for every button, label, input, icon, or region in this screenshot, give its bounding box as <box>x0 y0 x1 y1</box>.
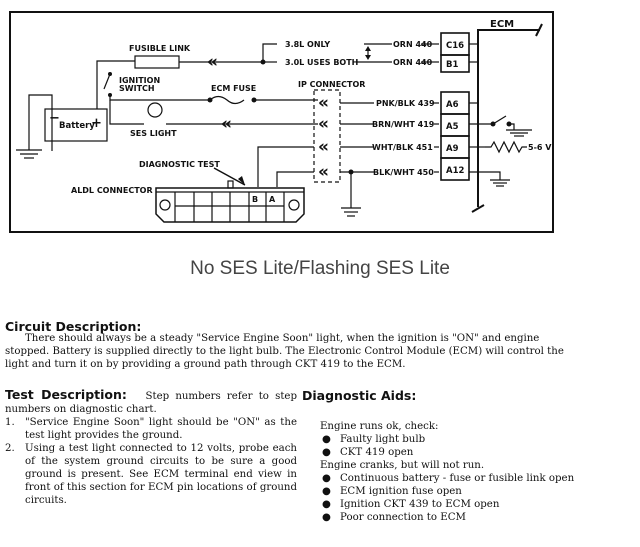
step-number: 1. <box>5 417 15 428</box>
bullet-icon: ● <box>322 486 331 497</box>
aid-list: ● Continuous battery - fuse or fusible li… <box>320 472 620 524</box>
test-description-intro-line: Test Description: Step numbers refer to … <box>5 388 297 416</box>
circuit-description-heading: Circuit Description: <box>5 319 142 334</box>
aid-list: ● Faulty light bulb ● CKT 419 open <box>320 433 620 459</box>
pin-label: A5 <box>446 122 459 132</box>
aldl-connector-label: ALDL CONNECTOR <box>71 186 153 195</box>
chevron-icon: « <box>318 162 329 182</box>
battery-plus: + <box>91 116 102 131</box>
aldl-pin-a: A <box>269 195 276 204</box>
wiring-diagram: FUSIBLE LINK IGNITION SWITCH ECM FUSE Ba… <box>9 11 554 233</box>
ses-light-label: SES LIGHT <box>130 129 177 138</box>
aid-item-text: Faulty light bulb <box>340 434 426 445</box>
aid-item-text: CKT 419 open <box>340 447 414 458</box>
ecm-bus <box>477 29 540 207</box>
battery-label: Battery <box>59 121 95 131</box>
ip-connector-label: IP CONNECTOR <box>298 80 365 89</box>
aid-group-title: Engine cranks, but will not run. <box>320 460 485 471</box>
diagnostic-aids: Engine runs ok, check: ● Faulty light bul… <box>320 420 620 524</box>
fusible-link-label: FUSIBLE LINK <box>129 44 191 53</box>
bullet-icon: ● <box>322 447 331 458</box>
chevron-icon: « <box>207 52 218 72</box>
aid-item-text: Poor connection to ECM <box>340 512 466 523</box>
aldl-pin-b: B <box>252 195 258 204</box>
step-text: Using a test light connected to 12 volts… <box>25 443 297 506</box>
aid-item: ● CKT 419 open <box>320 446 620 459</box>
wire-label: PNK/BLK 439 <box>376 99 435 108</box>
ecm-label: ECM <box>490 19 514 30</box>
wire-label: BRN/WHT 419 <box>372 120 435 129</box>
pin-b1 <box>440 54 470 73</box>
test-description-intro: Step numbers refer to step numbers on di… <box>5 391 297 415</box>
fusible-link <box>134 55 180 69</box>
ses-light-bulb <box>147 102 163 118</box>
diagnostic-aids-heading: Diagnostic Aids: <box>302 388 417 403</box>
ecm-fuse-label: ECM FUSE <box>211 84 256 93</box>
engine-3-8-label: 3.8L ONLY <box>285 40 330 49</box>
wire-label: WHT/BLK 451 <box>372 143 433 152</box>
pin-a12 <box>440 157 470 181</box>
bullet-icon: ● <box>322 473 331 484</box>
test-steps: 1. "Service Engine Soon" light should be… <box>5 416 297 507</box>
test-description-heading: Test Description: <box>5 387 127 402</box>
diagnostic-test-label: DIAGNOSTIC TEST <box>139 160 220 169</box>
wire-label: BLK/WHT 450 <box>373 168 434 177</box>
battery-minus: − <box>49 111 60 126</box>
diagram-frame <box>9 11 554 233</box>
test-description: Test Description: Step numbers refer to … <box>5 388 297 507</box>
circuit-description-body: There should always be a steady "Service… <box>5 333 564 370</box>
step-text: "Service Engine Soon" light should be "O… <box>25 417 297 441</box>
pin-label: A12 <box>446 166 464 176</box>
aid-item-text: Continuous battery - fuse or fusible lin… <box>340 473 575 484</box>
wire-label: ORN 440 <box>393 58 433 67</box>
aid-item: ● Ignition CKT 439 to ECM open <box>320 498 620 511</box>
ignition-switch-label: IGNITION <box>119 76 160 85</box>
page-title: No SES Lite/Flashing SES Lite <box>190 258 450 279</box>
step-number: 2. <box>5 443 15 454</box>
chevron-icon: « <box>318 114 329 134</box>
test-step: 2. Using a test light connected to 12 vo… <box>5 442 297 507</box>
aid-item: ● Continuous battery - fuse or fusible li… <box>320 472 620 485</box>
pin-label: A9 <box>446 144 459 154</box>
pin-label: A6 <box>446 100 459 110</box>
pin-label: C16 <box>446 41 464 51</box>
chevron-icon: « <box>318 93 329 113</box>
pin-label: B1 <box>446 60 458 70</box>
aid-item-text: ECM ignition fuse open <box>340 486 462 497</box>
ignition-switch-label-2: SWITCH <box>119 84 155 93</box>
aid-item-text: Ignition CKT 439 to ECM open <box>340 499 500 510</box>
bullet-icon: ● <box>322 512 331 523</box>
battery <box>44 108 108 142</box>
chevron-icon: « <box>318 137 329 157</box>
aid-group-title: Engine runs ok, check: <box>320 421 439 432</box>
aid-item: ● Faulty light bulb <box>320 433 620 446</box>
voltage-label: 5-6 V <box>528 143 552 152</box>
engine-3-0-label: 3.0L USES BOTH <box>285 58 358 67</box>
aid-item: ● Poor connection to ECM <box>320 511 620 524</box>
bullet-icon: ● <box>322 434 331 445</box>
bullet-icon: ● <box>322 499 331 510</box>
ip-connector-box <box>313 89 341 183</box>
test-step: 1. "Service Engine Soon" light should be… <box>5 416 297 442</box>
aldl-connector <box>155 187 305 223</box>
aid-item: ● ECM ignition fuse open <box>320 485 620 498</box>
wire-label: ORN 440 <box>393 40 433 49</box>
chevron-icon: « <box>221 114 232 134</box>
